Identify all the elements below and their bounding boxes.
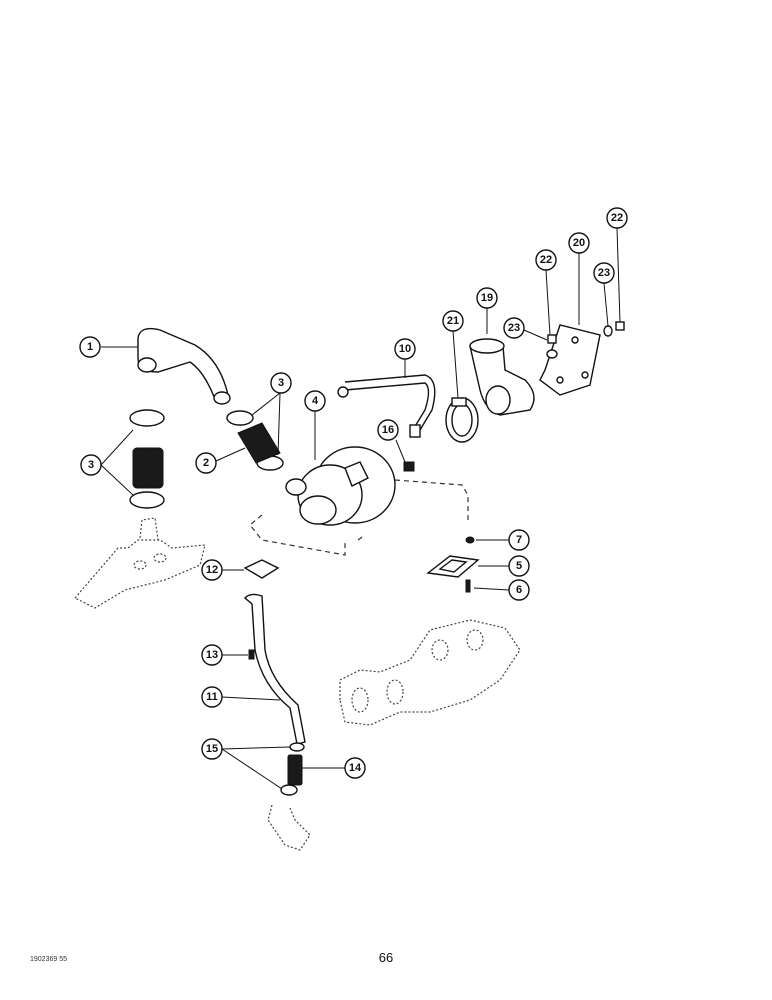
svg-text:20: 20 [573,237,585,249]
svg-text:14: 14 [349,762,362,774]
callout-11: 11 [201,686,223,708]
exhaust-manifold-outline [339,619,521,726]
svg-text:10: 10 [399,343,411,355]
intake-flange-outline [74,517,206,609]
part-13-fitting [248,649,255,660]
svg-text:3: 3 [278,377,284,389]
callout-16: 16 [377,419,399,441]
svg-text:7: 7 [516,534,522,546]
part-21-v-band-clamp [445,397,479,443]
svg-text:1: 1 [87,341,93,353]
callout-7: 7 [508,529,530,551]
part-14-hose [287,754,303,786]
svg-text:13: 13 [206,649,218,661]
callout-22-left: 22 [535,249,557,271]
callout-22-right: 22 [606,207,628,229]
part-1-intake-elbow [137,327,231,405]
page-number: 66 [378,950,394,965]
svg-text:3: 3 [88,459,94,471]
part-6-stud [465,579,471,593]
callout-13: 13 [201,644,223,666]
drain-tube-outline [267,804,311,851]
leader-lines [100,227,621,790]
svg-text:5: 5 [516,560,522,572]
callout-19: 19 [476,287,498,309]
callout-23-left: 23 [503,317,525,339]
svg-text:16: 16 [382,424,394,436]
part-10-oil-supply-line [337,374,436,438]
svg-text:22: 22 [611,212,623,224]
svg-text:12: 12 [206,564,218,576]
callout-20: 20 [568,232,590,254]
part-7-nut [465,536,475,544]
callout-10: 10 [394,338,416,360]
svg-text:21: 21 [447,315,459,327]
callout-2: 2 [195,452,217,474]
callout-3-left: 3 [80,454,102,476]
callout-1: 1 [79,336,101,358]
part-16-fitting [403,461,415,472]
part-5-gasket [426,555,480,578]
callout-4: 4 [304,390,326,412]
svg-text:19: 19 [481,292,493,304]
callout-21: 21 [442,310,464,332]
svg-text:6: 6 [516,584,522,596]
part-11-drain-tube [244,593,306,745]
callout-15: 15 [201,738,223,760]
callout-3-right: 3 [270,372,292,394]
svg-text:4: 4 [312,395,319,407]
part-12-gasket [243,559,280,579]
svg-text:23: 23 [508,322,520,334]
svg-text:23: 23 [598,267,610,279]
svg-text:2: 2 [203,457,209,469]
part-2-hoses [132,422,281,489]
callout-5: 5 [508,555,530,577]
reference-code: 1902369 55 [30,956,67,963]
part-19-exhaust-elbow [469,338,535,416]
svg-text:15: 15 [206,743,218,755]
routing-outline [249,479,469,556]
callout-14: 14 [344,757,366,779]
callout-12: 12 [201,559,223,581]
svg-text:11: 11 [206,691,218,703]
callout-23-right: 23 [593,262,615,284]
callout-6: 6 [508,579,530,601]
svg-text:22: 22 [540,254,552,266]
part-4-turbocharger [285,446,396,526]
